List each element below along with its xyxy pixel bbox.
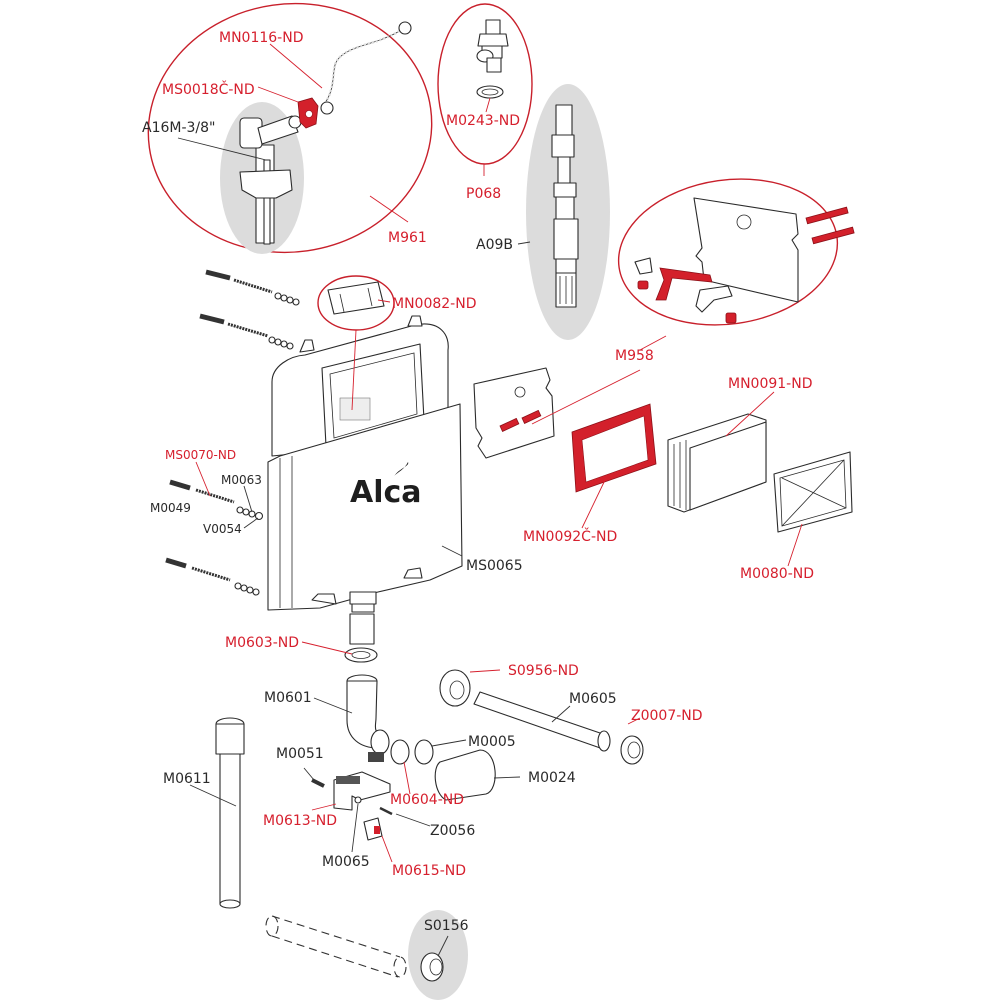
drain-components <box>215 613 644 1000</box>
part-optional-pipe-dashed <box>265 915 407 978</box>
label-m958: M958 <box>615 348 654 364</box>
part-m0005-ring <box>414 739 434 765</box>
label-m0613-nd: M0613-ND <box>263 813 337 829</box>
brand-logo: Alca <box>350 475 422 510</box>
label-mn0116-nd: MN0116-ND <box>219 30 304 46</box>
label-m0611: M0611 <box>163 771 211 787</box>
group-m961 <box>147 2 433 254</box>
front-components <box>473 367 853 533</box>
label-m0604-nd: M0604-ND <box>390 792 464 808</box>
group-ellipse-p068 <box>437 3 533 165</box>
part-m958-red-lever <box>655 267 713 301</box>
label-mn0091-nd: MN0091-ND <box>728 376 813 392</box>
label-ms0065: MS0065 <box>466 558 523 574</box>
label-m0080-nd: M0080-ND <box>740 566 814 582</box>
part-mn0091-nd-box <box>667 413 767 513</box>
leader-lines <box>177 43 803 957</box>
group-ellipse-m961 <box>147 2 433 254</box>
label-a09b: A09B <box>476 237 513 253</box>
part-m958-red-rod-2 <box>811 226 855 245</box>
label-a16m: A16M-3/8" <box>142 120 216 136</box>
part-m0065-washer <box>354 796 362 804</box>
label-ms0070-nd: MS0070-ND <box>165 448 236 462</box>
label-v0054: V0054 <box>203 522 242 536</box>
label-m0049: M0049 <box>150 501 191 515</box>
label-m0601: M0601 <box>264 690 312 706</box>
bolt-set-1 <box>205 269 300 306</box>
group-p068 <box>437 3 533 165</box>
label-m0024: M0024 <box>528 770 576 786</box>
label-m0065: M0065 <box>322 854 370 870</box>
label-z0056: Z0056 <box>430 823 475 839</box>
part-m958-frame <box>693 197 799 303</box>
label-m0615-nd: M0615-ND <box>392 863 466 879</box>
label-m961: M961 <box>388 230 427 246</box>
group-a09b <box>526 84 610 340</box>
part-m0604-nd-ring <box>390 739 410 765</box>
label-m0603-nd: M0603-ND <box>225 635 299 651</box>
part-s0156-seal <box>420 952 444 982</box>
part-m0243-nd-nut <box>476 85 504 99</box>
part-m0611-pipe <box>215 717 245 909</box>
label-mn0092c-nd: MN0092Č-ND <box>523 527 617 545</box>
label-ms0018c-nd: MS0018Č-ND <box>162 80 255 98</box>
part-m0601-elbow <box>346 674 390 762</box>
part-labels: MN0116-ND MS0018Č-ND A16M-3/8" M961 M024… <box>142 30 814 934</box>
part-z0056-screw <box>379 806 393 816</box>
part-m0024-cap <box>434 749 496 801</box>
label-m0063: M0063 <box>221 473 262 487</box>
part-m0080-nd-cover <box>773 451 853 533</box>
label-z0007-nd: Z0007-ND <box>631 708 703 724</box>
label-mn0082-nd: MN0082-ND <box>392 296 477 312</box>
group-m958 <box>617 178 855 326</box>
label-m0051: M0051 <box>276 746 324 762</box>
bolt-set-2 <box>199 313 294 350</box>
label-s0956-nd: S0956-ND <box>508 663 579 679</box>
part-m0603-nd-seal <box>344 647 378 663</box>
part-m958-mount-plate <box>473 367 555 459</box>
part-m0051-screw <box>311 778 325 788</box>
label-m0605: M0605 <box>569 691 617 707</box>
part-s0956-nd-rosette <box>439 669 471 707</box>
bolt-set-3 <box>169 479 264 521</box>
group-mn0082-nd <box>317 275 395 331</box>
bolt-set-4 <box>165 557 260 596</box>
label-m0243-nd: M0243-ND <box>446 113 520 129</box>
cistern-ms0065: Alca <box>267 315 463 613</box>
part-m958-red-rod-1 <box>805 206 849 225</box>
label-s0156: S0156 <box>424 918 469 934</box>
label-p068: P068 <box>466 186 501 202</box>
part-valve-connector <box>476 19 509 73</box>
label-m0005: M0005 <box>468 734 516 750</box>
fill-valve-a16m <box>239 115 302 245</box>
anchor-bolts <box>165 269 300 596</box>
